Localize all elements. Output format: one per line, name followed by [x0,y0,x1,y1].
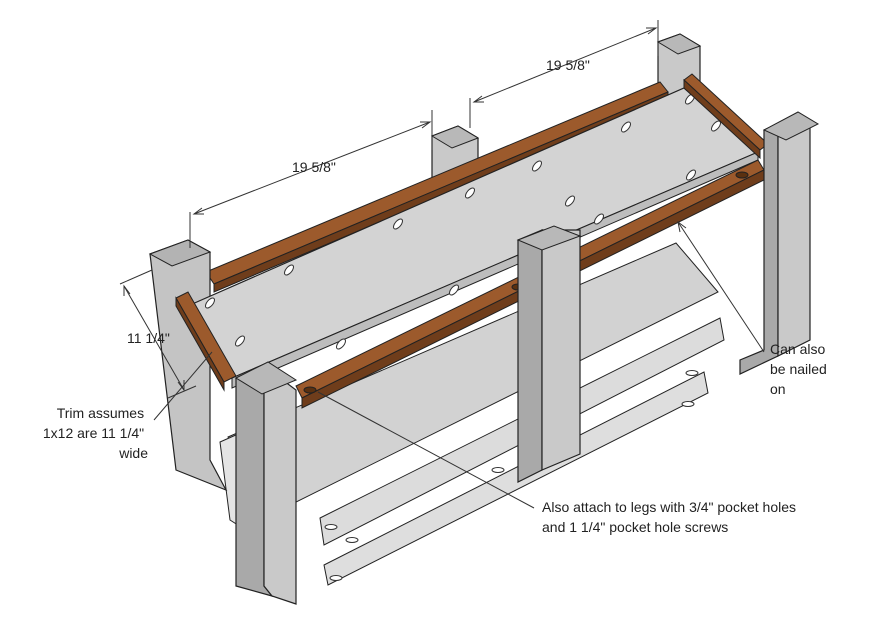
pocket-hole [284,264,294,276]
right-trim-edge [683,78,761,160]
front-right-leg-top [762,111,820,141]
callout-pocket-line-1: Also attach to legs with 3/4" pocket hol… [542,499,796,515]
dimension-top-left-label: 19 5/8" [292,159,336,175]
pocket-hole [686,169,696,181]
callout-trim-line-3: wide [118,445,148,461]
pocket-hole [329,575,343,581]
front-middle-leg [541,229,581,471]
front-right-leg [777,119,811,357]
back-right-leg-top [656,33,702,55]
callout-nailed-line-3: on [770,381,786,397]
pocket-hole [594,213,604,225]
front-middle-leg-side [517,229,543,483]
front-middle-leg-top [516,225,582,251]
front-middle-leg-group [516,225,582,483]
left-trim-edge [175,296,225,392]
pocket-hole [345,537,359,543]
pocket-hole [205,297,215,309]
callout-trim-line-2: 1x12 are 11 1/4" [43,425,144,441]
dimension-top-right-label: 19 5/8" [546,57,590,73]
callout-trim-line-1: Trim assumes [57,405,144,421]
pocket-hole [621,121,631,133]
pocket-hole [685,370,699,376]
svg-text:Trim assumes 1x12 are 11: Trim assumes 1x12 are 11 1/4" wide [43,405,148,461]
callout-nailed-line-2: be nailed [770,361,827,377]
pocket-hole [735,171,749,179]
pocket-hole [465,187,475,199]
right-trim [683,73,769,160]
pocket-hole [681,401,695,407]
callout-nailed-line-1: Can also [770,341,825,357]
pocket-hole [532,160,542,172]
dimension-top-left [189,110,433,248]
left-trim [175,291,237,392]
callout-pocket: Also attach to legs with 3/4" pocket hol… [317,391,800,535]
svg-text:Can also be nailed: Can also be nailed on [770,341,831,397]
dimension-depth [119,269,197,399]
front-left-leg [263,364,297,605]
pocket-hole [336,338,346,350]
dimension-depth-label: 11 1/4" [127,330,170,346]
pocket-hole [303,386,317,394]
pocket-hole [491,467,505,473]
back-middle-leg-top [430,125,480,149]
pocket-hole [324,524,338,530]
svg-text:Also attach to legs with 3/4": Also attach to legs with 3/4" pocket hol… [542,499,800,535]
back-left-leg-top [148,239,212,267]
pocket-hole [565,195,575,207]
front-right-leg-group [739,111,820,375]
pocket-hole [449,284,459,296]
callout-pocket-line-2: and 1 1/4" pocket hole screws [542,519,728,535]
callout-trim: Trim assumes 1x12 are 11 1/4" wide [43,351,213,461]
top-shelf-pocket-holes [205,93,721,350]
back-trim [205,81,669,293]
front-left-leg-top [234,361,298,395]
front-left-leg-group [234,361,298,605]
pocket-hole [235,335,245,347]
callout-nailed: Can also be nailed on [677,220,831,397]
pocket-hole [393,218,403,230]
dimension-top-right [469,20,659,128]
